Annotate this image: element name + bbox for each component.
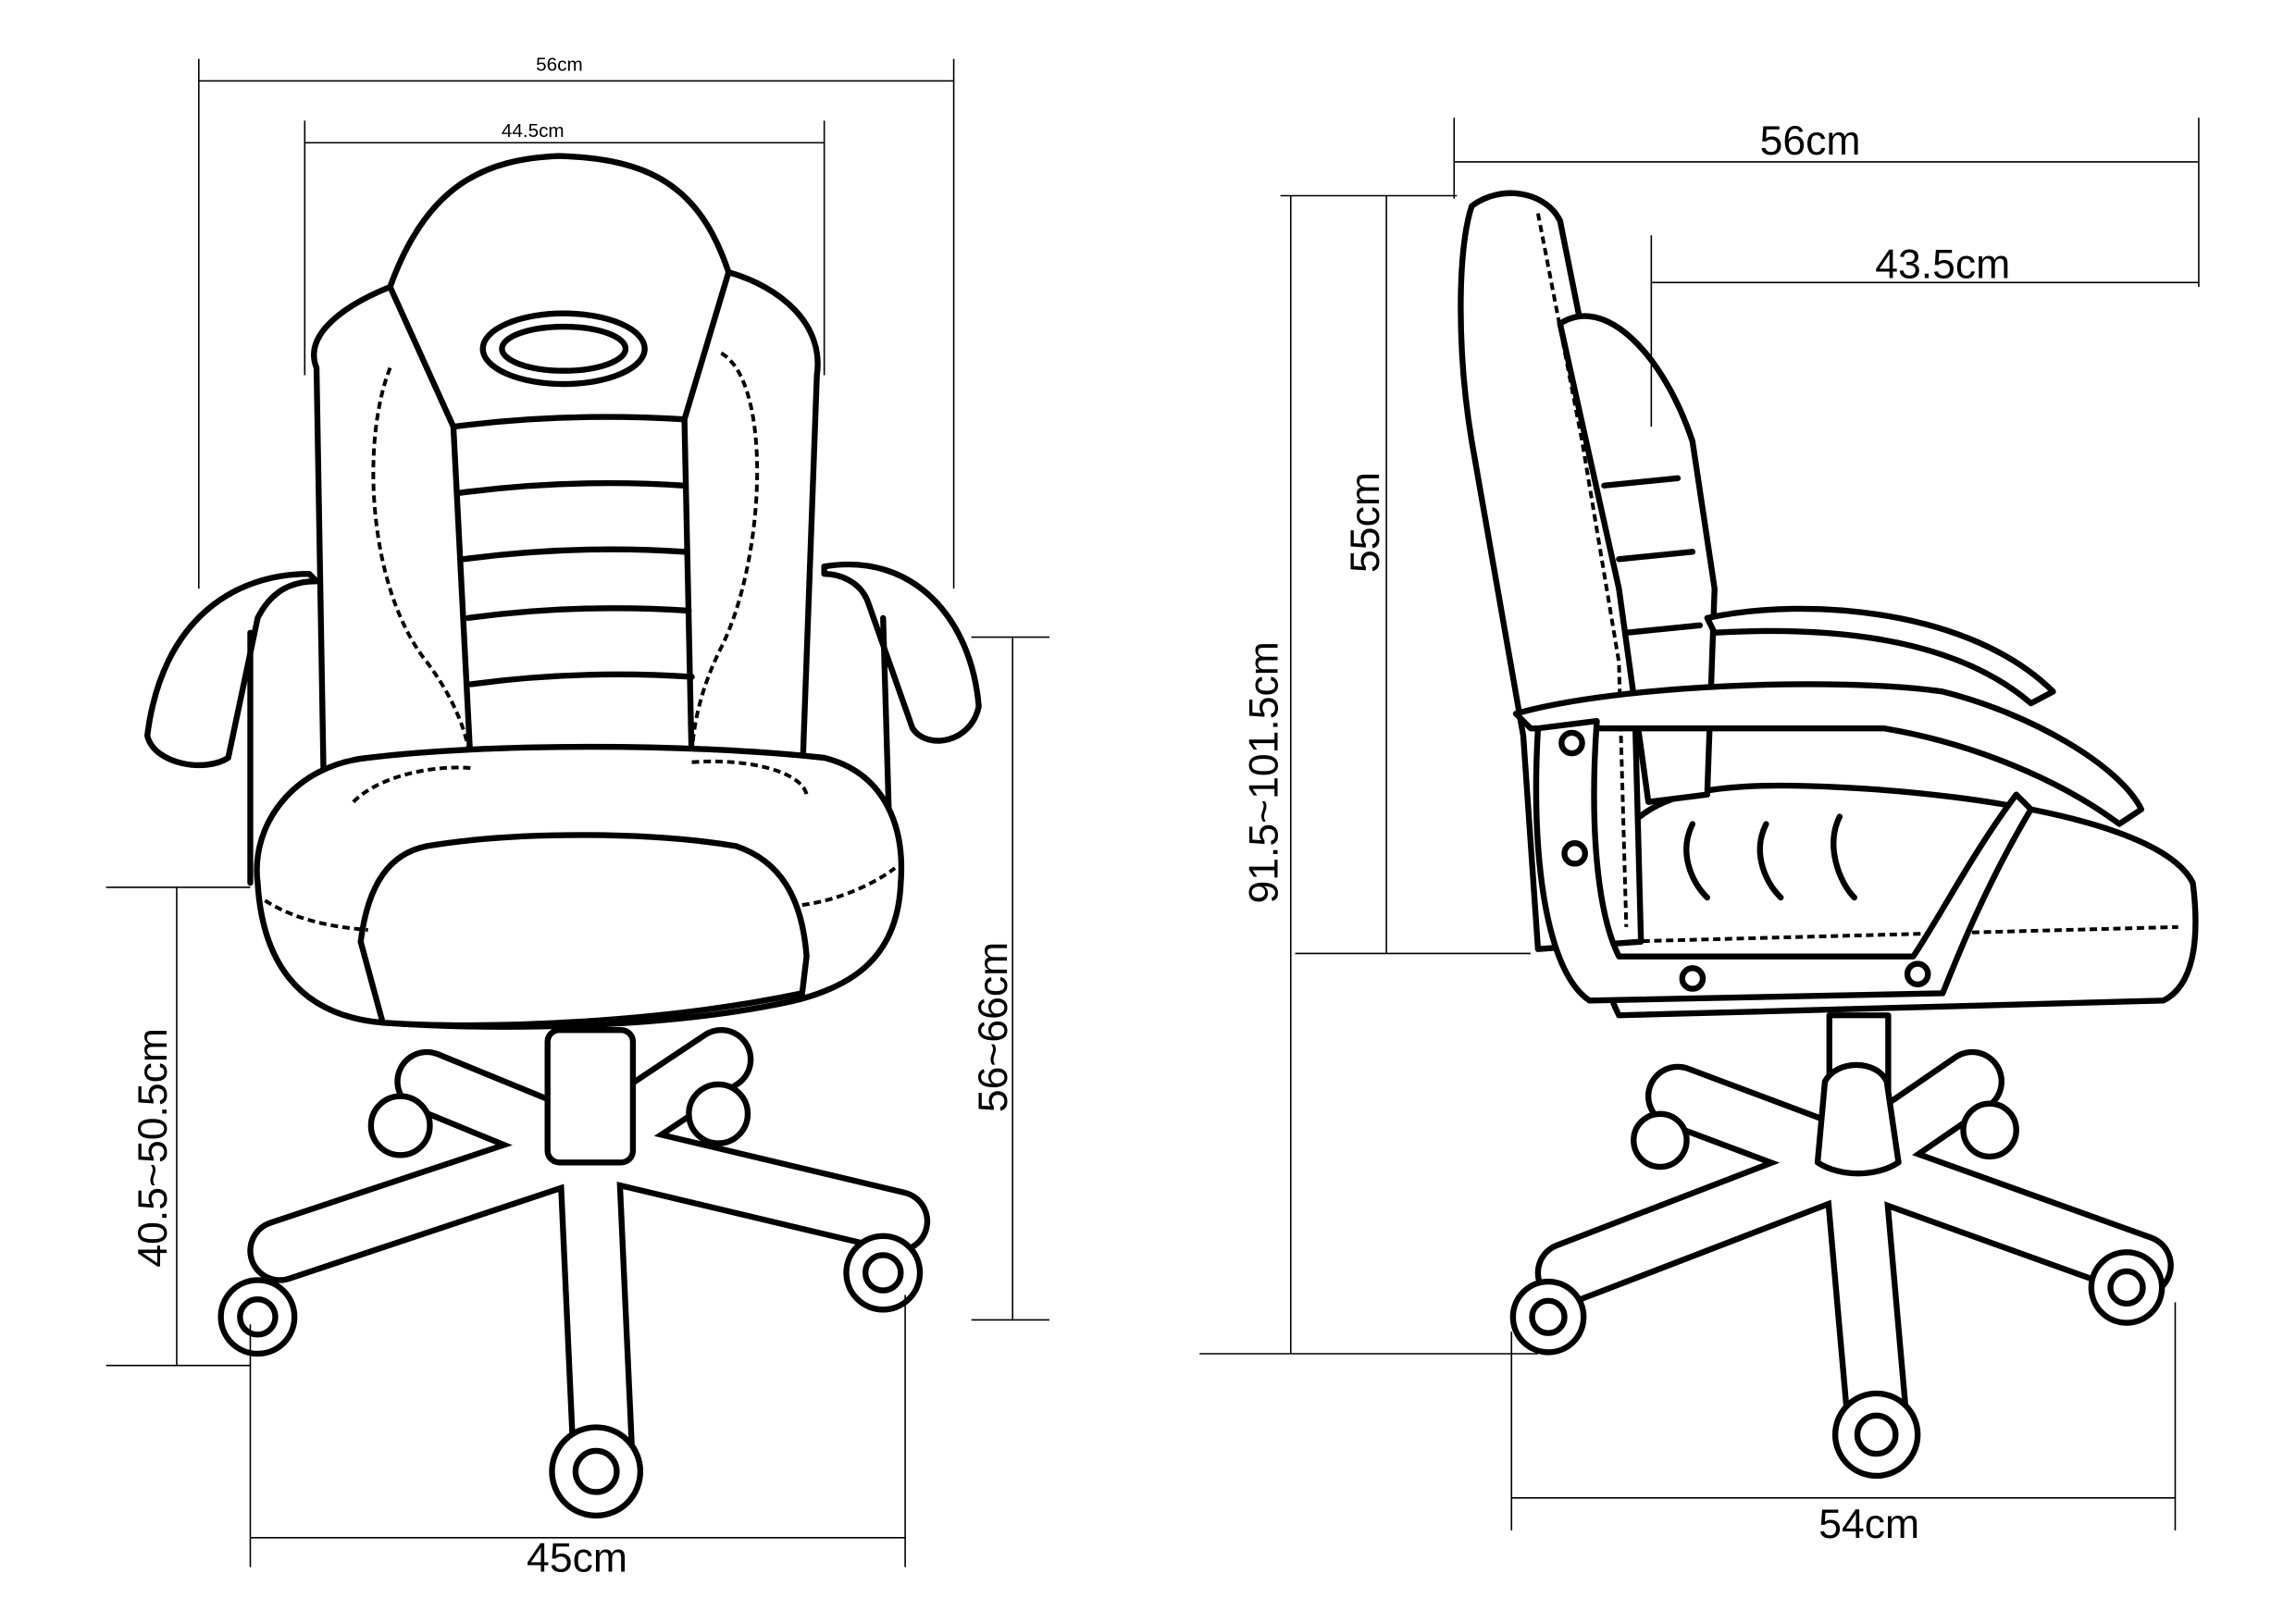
front-seat-height-label: 40.5~50.5cm: [130, 1028, 176, 1268]
front-armrest-height-label: 56~66cm: [971, 942, 1016, 1112]
front-base: [247, 1026, 931, 1505]
side-base-depth-label: 54cm: [1818, 1502, 1919, 1547]
side-seat-depth-label: 43.5cm: [1875, 242, 2010, 288]
front-casters: [217, 1081, 924, 1519]
front-backrest: [311, 153, 821, 798]
side-backrest-height-label: 55cm: [1343, 472, 1388, 573]
front-base-width-label: 45cm: [527, 1535, 627, 1580]
side-dimensions: 56cm 43.5cm 55cm 91.5~101.5cm 54cm: [1199, 118, 2200, 1547]
front-overall-width-label: 56cm: [536, 54, 583, 75]
side-armrest: [1512, 605, 2145, 1004]
front-seat: [254, 743, 905, 1030]
side-casters: [1509, 1100, 2166, 1480]
side-base: [1534, 1012, 2174, 1445]
side-total-height-label: 91.5~101.5cm: [1241, 641, 1286, 903]
side-overall-width-label: 56cm: [1760, 118, 1861, 164]
front-view-chair: [143, 153, 982, 1519]
front-dimensions: 56cm 44.5cm 45cm 40.5~50.5cm 56~66cm: [105, 54, 1049, 1580]
front-backrest-width-label: 44.5cm: [502, 120, 565, 142]
side-view-chair: [1458, 190, 2199, 1480]
